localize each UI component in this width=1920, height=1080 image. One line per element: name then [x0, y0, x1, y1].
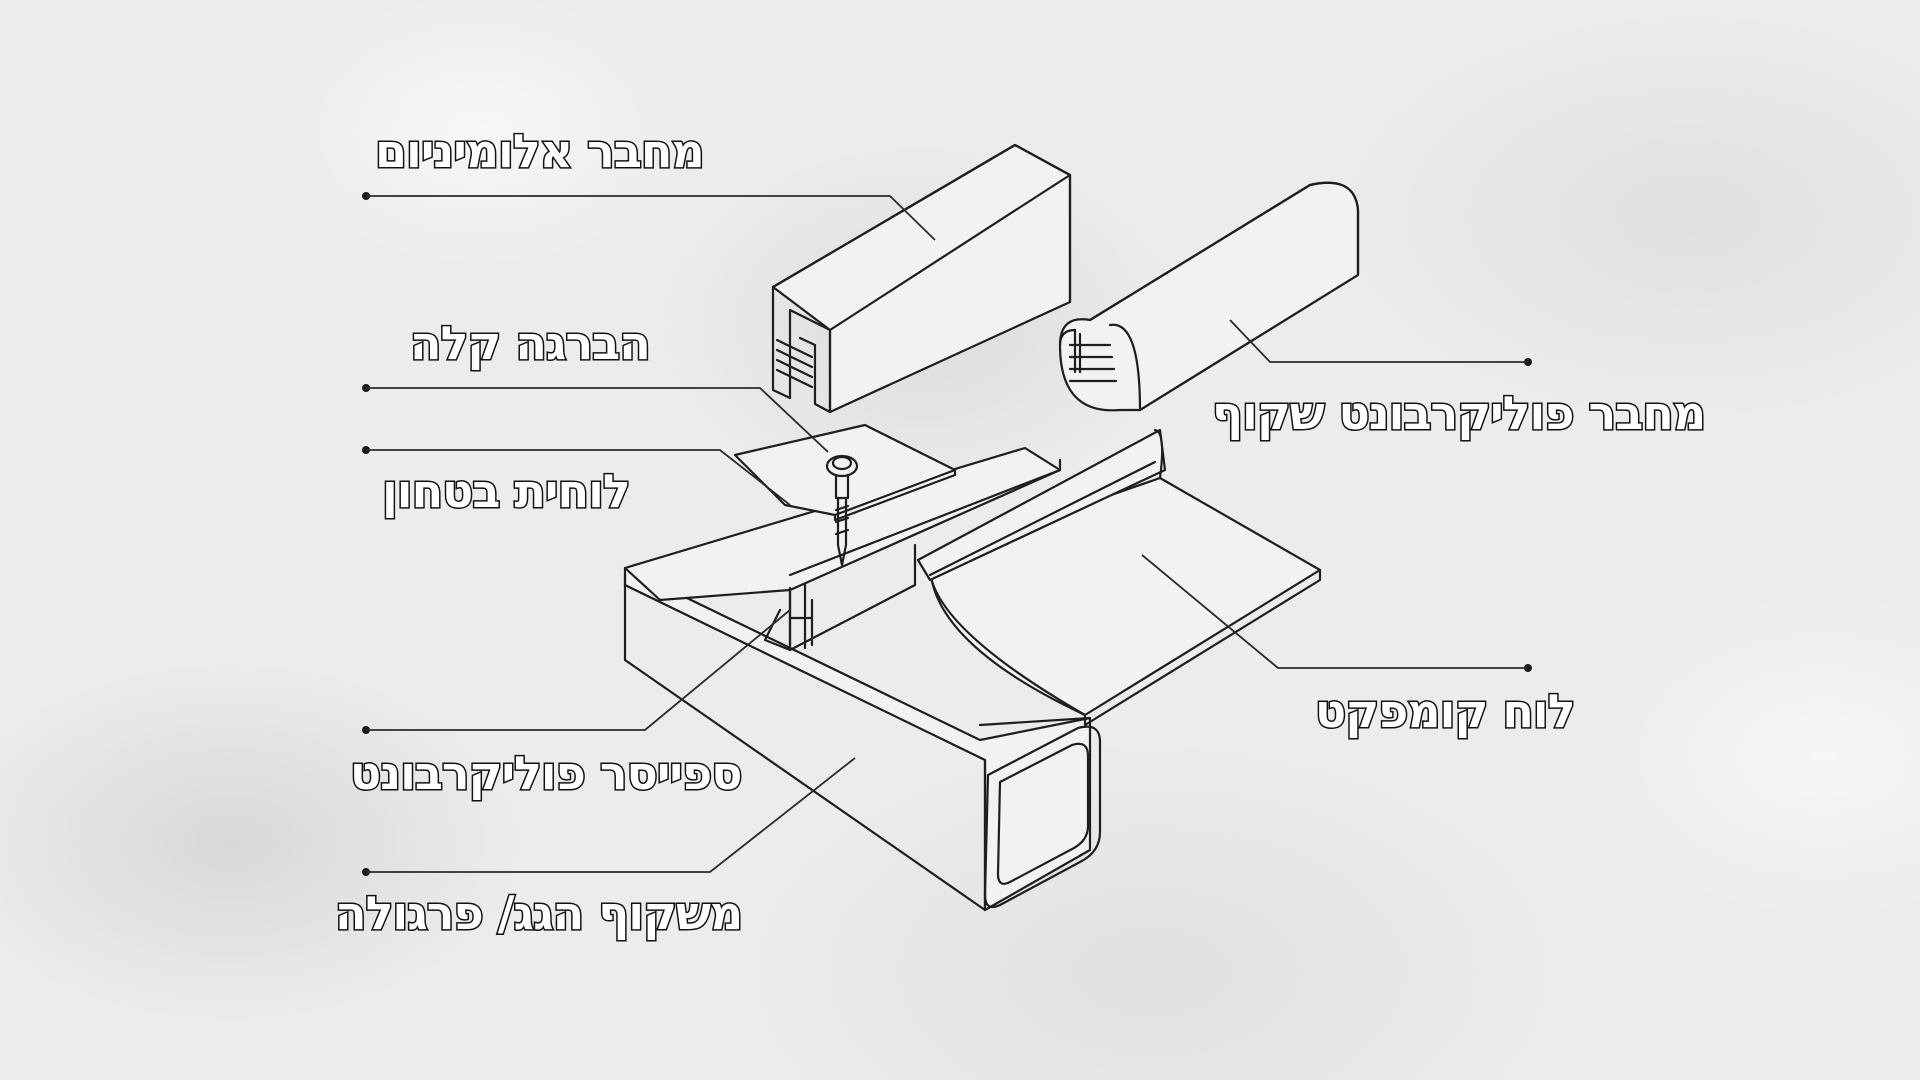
label-safety-plate: לוחית בטחון: [381, 464, 633, 518]
label-compact-sheet: לוח קומפקט: [1314, 684, 1578, 738]
leader-polycarbonate-spacer: [366, 609, 791, 731]
leader-clear-polycarbonate-connector: [1229, 319, 1528, 363]
label-clear-polycarbonate-connector: מחבר פוליקרבונט שקוף: [1210, 386, 1707, 440]
label-aluminum-connector: מחבר אלומיניום: [374, 124, 707, 178]
leader-roof-frame: [366, 757, 856, 873]
compact-sheet: [916, 428, 1322, 727]
clear-polycarbonate-connector: [1058, 181, 1360, 412]
roof-frame-beam: [623, 566, 1102, 912]
label-light-screw: הברגה קלה: [409, 316, 653, 370]
leader-compact-sheet: [1141, 554, 1528, 669]
leader-lines: [362, 192, 1532, 876]
light-screw: [825, 454, 859, 567]
leader-light-screw: [366, 387, 829, 453]
label-roof-frame: משקוף הגג/ פרגולה: [333, 886, 744, 940]
leader-aluminum-connector: [366, 195, 936, 241]
leader-safety-plate: [366, 449, 791, 506]
label-polycarbonate-spacer: ספייסר פוליקרבונט: [349, 746, 744, 800]
aluminum-connector: [771, 143, 1072, 414]
polycarbonate-spacer: [623, 446, 1062, 652]
